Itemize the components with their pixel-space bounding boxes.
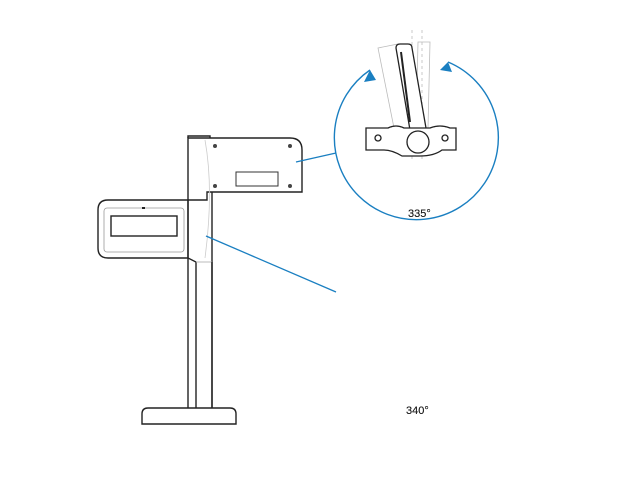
- base: [141, 407, 237, 425]
- lower-rotation-label: 340°: [406, 405, 429, 417]
- callout-lines: [205, 152, 337, 293]
- lower-rotation-label: 340°: [406, 405, 429, 417]
- upper-display-slot: [235, 171, 279, 187]
- upper-rotation-label: 335°: [408, 208, 431, 220]
- upper-rotation-label: 335°: [408, 208, 431, 220]
- lower-display-screen: [110, 215, 178, 237]
- upper-rotation-callout: [333, 30, 500, 221]
- upper-display-body: [187, 137, 303, 201]
- pole: [187, 258, 213, 408]
- display-stand: [97, 135, 303, 425]
